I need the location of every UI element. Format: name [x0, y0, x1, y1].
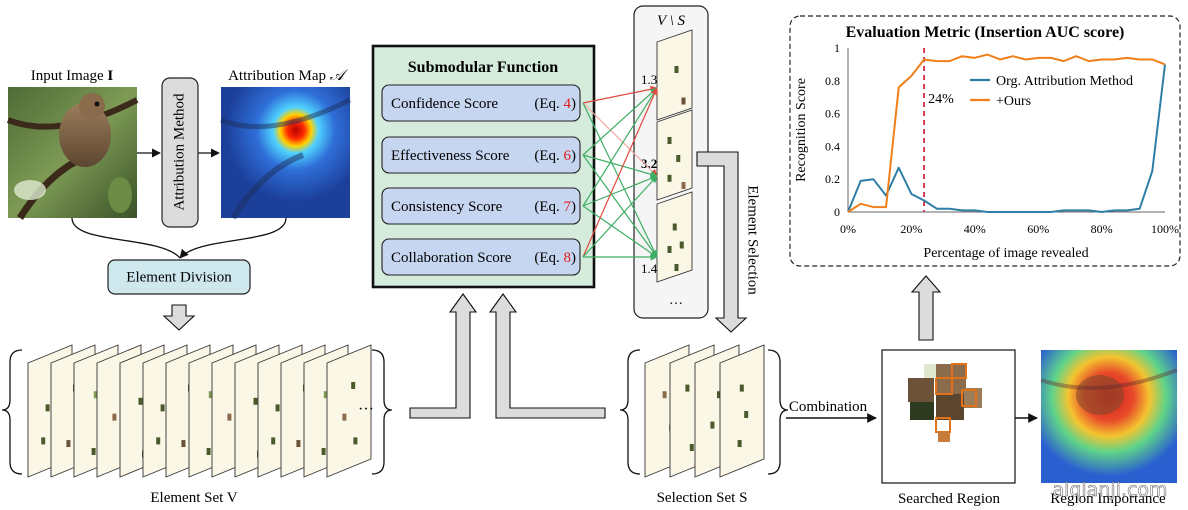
evaluation-panel: Evaluation Metric (Insertion AUC score) …: [789, 15, 1181, 267]
searched-region: [881, 349, 1016, 484]
candidate-score-2: 3.2: [641, 156, 657, 171]
connection-line: [582, 154, 658, 178]
candidate-score-1: 1.3: [641, 72, 657, 87]
region-importance-map: [1040, 350, 1178, 483]
connection-line: [582, 102, 658, 177]
chart-y-tick-label: 0.6: [825, 107, 840, 121]
chart-x-tick-label: 100%: [1151, 222, 1179, 236]
candidate-card-2: [656, 109, 693, 201]
element-selection-label: Element Selection: [745, 185, 761, 295]
combination-label: Combination: [789, 399, 868, 415]
input-image-title: Input Image I: [31, 68, 114, 84]
selection-set-label: Selection Set S: [657, 490, 748, 506]
watermark: aiqianji.com: [1052, 479, 1167, 501]
attribution-map: [220, 87, 352, 220]
connection-line: [582, 175, 658, 207]
v-minus-s-panel: V \ S 1.3 3.2 1.4 ···: [633, 5, 709, 319]
left-brace: [1, 349, 23, 475]
chart-x-tick-label: 60%: [1027, 222, 1049, 236]
element-set: ···: [1, 344, 393, 478]
connection-line: [582, 102, 658, 258]
candidate-score-3: 1.4: [641, 261, 658, 276]
chart-y-tick-label: 0.8: [825, 74, 840, 88]
selection-set: [619, 344, 789, 478]
chart-x-tick-label: 20%: [900, 222, 922, 236]
submodular-function-panel: Submodular Function Confidence Score (Eq.…: [371, 44, 596, 289]
element-card-14: [326, 344, 372, 478]
score-box-3: Consistency Score (Eq. 7): [381, 187, 581, 225]
chart-title: Evaluation Metric (Insertion AUC score): [846, 24, 1125, 41]
element-division-box: Element Division: [107, 259, 251, 295]
connection-line: [582, 205, 658, 258]
up-arrow-icon: [409, 293, 478, 419]
v-minus-s-title: V \ S: [657, 13, 686, 29]
score-box-2: Effectiveness Score (Eq. 6): [381, 136, 581, 174]
score-label: Effectiveness Score: [391, 148, 510, 164]
submodular-title: Submodular Function: [408, 59, 559, 76]
connection-line: [582, 87, 658, 258]
element-selection-arrow-icon: [696, 151, 748, 333]
chart-y-tick-label: 0: [834, 205, 840, 219]
chart-y-tick-label: 0.4: [825, 139, 840, 153]
candidate-card-1: [656, 29, 693, 121]
score-connections: [582, 85, 658, 261]
selection-right-brace: [767, 349, 789, 475]
chart-x-tick-label: 80%: [1091, 222, 1113, 236]
region-importance-label: Region Importance: [1050, 491, 1166, 507]
down-arrow-icon: [162, 304, 196, 331]
connection-line: [582, 85, 658, 104]
connection-line: [582, 175, 658, 258]
connection-line: [582, 154, 658, 258]
selection-card-4: [719, 344, 765, 478]
chart-annotation-label: 24%: [928, 92, 954, 107]
candidate-card-3: [656, 191, 693, 283]
up-arrow-to-chart-icon: [910, 275, 942, 341]
legend-entry-2: +Ours: [996, 94, 1031, 109]
connection-line: [582, 87, 658, 207]
score-box-1: Confidence Score (Eq. 4): [381, 84, 581, 122]
score-box-4: Collaboration Score (Eq. 8): [381, 238, 581, 276]
chart-x-tick-label: 0%: [840, 222, 856, 236]
element-set-label: Element Set V: [150, 490, 237, 506]
chart-x-axis-label: Percentage of image revealed: [923, 246, 1088, 261]
chart-x-tick-label: 40%: [964, 222, 986, 236]
attribution-map-title: Attribution Map 𝒜: [228, 68, 349, 84]
element-division-label: Element Division: [126, 269, 232, 285]
chart-y-axis-label: Recognition Score: [794, 78, 809, 182]
input-image: [6, 87, 139, 220]
legend-entry-1: Org. Attribution Method: [996, 74, 1133, 89]
score-equation-ref: (Eq. 7): [534, 199, 576, 215]
connection-line: [582, 87, 658, 156]
score-label: Consistency Score: [391, 199, 503, 215]
chart-series-line-2: [847, 53, 1166, 213]
searched-region-label: Searched Region: [898, 491, 1001, 507]
element-set-ellipsis: ···: [358, 401, 374, 418]
candidate-ellipsis: ···: [669, 297, 683, 312]
score-equation-ref: (Eq. 4): [534, 96, 576, 112]
attribution-method-label: Attribution Method: [171, 93, 187, 211]
up-arrow-icon-2: [488, 293, 606, 419]
chart-y-tick-label: 1: [834, 41, 840, 55]
score-label: Collaboration Score: [391, 250, 512, 266]
score-label: Confidence Score: [391, 96, 498, 112]
insertion-auc-chart: 0 0.2 0.4 0.6 0.8 1 0% 20% 40% 60% 80% 100% 24% Org. …: [825, 41, 1179, 236]
chart-series-line-1: [847, 64, 1166, 213]
score-equation-ref: (Eq. 8): [534, 250, 576, 266]
chart-y-tick-label: 0.2: [825, 172, 840, 186]
score-equation-ref: (Eq. 6): [534, 148, 576, 164]
attribution-method-box: Attribution Method: [161, 77, 199, 228]
right-brace: [371, 349, 393, 475]
selection-left-brace: [619, 349, 641, 475]
